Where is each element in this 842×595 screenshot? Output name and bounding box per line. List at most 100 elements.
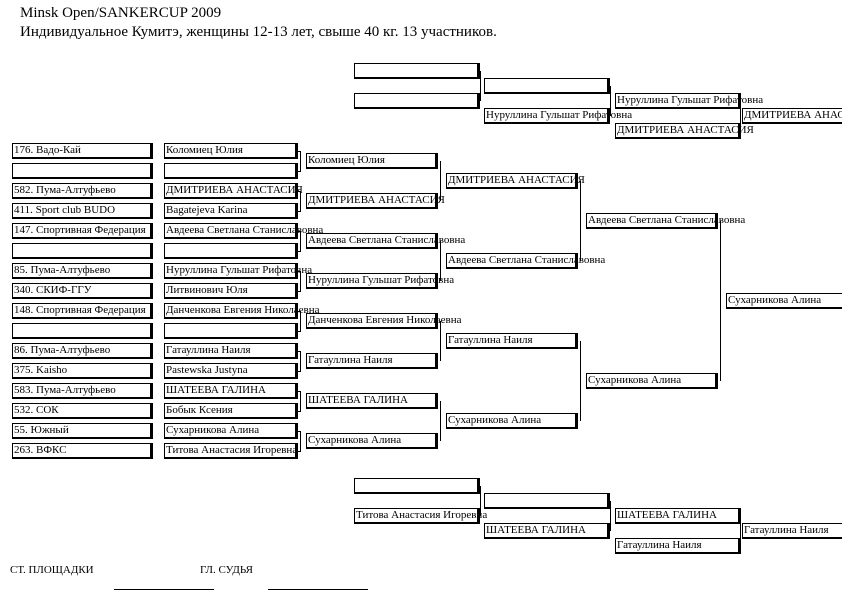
round2-box-7: [306, 393, 438, 409]
rep-top-r3-box-2-label: ДМИТРИЕВА АНАСТАСИЯ: [617, 124, 754, 136]
chief-site-label: СТ. ПЛОЩАДКИ: [10, 564, 94, 576]
connector-line: [300, 151, 301, 171]
participant-club-3-label: 582. Пума-Алтуфьево: [14, 184, 116, 196]
connector-line: [740, 101, 741, 131]
round2-box-4-label: Нуруллина Гульшат Рифатовна: [308, 274, 455, 286]
participant-name-4-label: Bagatejeva Karina: [166, 204, 248, 216]
participant-club-4-label: 411. Sport club BUDO: [14, 204, 116, 216]
connector-line: [297, 171, 301, 172]
participant-name-11-label: Гатауллина Наиля: [166, 344, 251, 356]
participant-name-15-label: Сухарникова Алина: [166, 424, 260, 436]
participant-name-16: [164, 443, 298, 459]
connector-line: [297, 451, 301, 452]
connector-line: [610, 501, 611, 531]
rep-bottom-r3-box-2-label: Гатауллина Наиля: [617, 539, 702, 551]
participant-name-9-label: Данченкова Евгения Николаевна: [166, 304, 320, 316]
participant-name-7: [164, 263, 298, 279]
connector-line: [300, 391, 301, 411]
rep-top-r1-box-1: [354, 63, 480, 79]
round2-box-8-label: Сухарникова Алина: [308, 434, 402, 446]
round3-box-2: [446, 253, 578, 269]
rep-top-r3-box-1-label: Нуруллина Гульшат Рифатовна: [617, 94, 764, 106]
rep-bottom-r1-box-1: [354, 478, 480, 494]
participant-club-15-label: 55. Южный: [14, 424, 69, 436]
connector-line: [440, 241, 441, 281]
connector-line: [440, 401, 441, 441]
participant-club-12-label: 375. Kaisho: [14, 364, 68, 376]
rep-bottom-r1-box-2: [354, 508, 480, 524]
connector-line: [480, 486, 481, 516]
round3-box-3-label: Гатауллина Наиля: [448, 334, 533, 346]
rep-bottom-r2-box-1: [484, 493, 610, 509]
competition-title: Minsk Open/SANKERCUP 2009: [20, 5, 222, 21]
participant-name-5: [164, 223, 298, 239]
round3-box-4-label: Сухарникова Алина: [448, 414, 542, 426]
connector-line: [300, 191, 301, 211]
connector-line: [297, 351, 301, 352]
participant-club-9: [12, 303, 153, 319]
participant-club-16-label: 263. ВФКС: [14, 444, 67, 456]
rep-top-r3-box-1: [615, 93, 741, 109]
rep-top-winner-box-label: ДМИТРИЕВА АНАСТАСИЯ: [744, 109, 842, 121]
rep-bottom-r3-box-1: [615, 508, 741, 524]
participant-club-5: [12, 223, 153, 239]
category-title: Индивидуальное Кумитэ, женщины 12-13 лет…: [20, 24, 497, 40]
participant-club-1-label: 176. Вадо-Кай: [14, 144, 81, 156]
rep-top-winner-box: [742, 108, 842, 124]
connector-line: [297, 251, 301, 252]
participant-club-13: [12, 383, 153, 399]
participant-name-12-label: Pastewska Justyna: [166, 364, 248, 376]
participant-name-9: [164, 303, 298, 319]
participant-club-14-label: 532. СОК: [14, 404, 59, 416]
round2-box-7-label: ШАТЕЕВА ГАЛИНА: [308, 394, 408, 406]
participant-name-16-label: Титова Анастасия Игоревна: [166, 444, 298, 456]
participant-club-1: [12, 143, 153, 159]
participant-name-3: [164, 183, 298, 199]
round2-box-3: [306, 233, 438, 249]
participant-name-13: [164, 383, 298, 399]
participant-name-13-label: ШАТЕЕВА ГАЛИНА: [166, 384, 266, 396]
chief-judge-label: ГЛ. СУДЬЯ: [200, 564, 253, 576]
rep-bottom-winner-box: [742, 523, 842, 539]
participant-name-3-label: ДМИТРИЕВА АНАСТАСИЯ: [166, 184, 303, 196]
round2-box-5: [306, 313, 438, 329]
round2-box-6-label: Гатауллина Наиля: [308, 354, 393, 366]
connector-line: [440, 161, 441, 201]
semifinal-box-2-label: Сухарникова Алина: [588, 374, 682, 386]
connector-line: [580, 341, 581, 421]
round2-box-1: [306, 153, 438, 169]
rep-bottom-r3-box-1-label: ШАТЕЕВА ГАЛИНА: [617, 509, 717, 521]
participant-name-1: [164, 143, 298, 159]
connector-line: [297, 291, 301, 292]
semifinal-box-2: [586, 373, 718, 389]
participant-club-8: [12, 283, 153, 299]
round2-box-4: [306, 273, 438, 289]
connector-line: [297, 311, 301, 312]
participant-name-7-label: Нуруллина Гульшат Рифатовна: [166, 264, 313, 276]
participant-club-10: [12, 323, 153, 339]
connector-line: [297, 371, 301, 372]
participant-name-8: [164, 283, 298, 299]
participant-name-6: [164, 243, 298, 259]
rep-top-r2-box-1: [484, 78, 610, 94]
participant-club-5-label: 147. Спортивная Федерация: [14, 224, 146, 236]
rep-top-r2-box-2: [484, 108, 610, 124]
participant-club-2: [12, 163, 153, 179]
participant-club-3: [12, 183, 153, 199]
round3-box-2-label: Авдеева Светлана Станиславовна: [448, 254, 606, 266]
connector-line: [297, 191, 301, 192]
semifinal-box-1-label: Авдеева Светлана Станиславовна: [588, 214, 746, 226]
connector-line: [297, 231, 301, 232]
connector-line: [300, 231, 301, 251]
participant-club-11: [12, 343, 153, 359]
connector-line: [297, 211, 301, 212]
connector-line: [297, 391, 301, 392]
participant-club-15: [12, 423, 153, 439]
participant-club-16: [12, 443, 153, 459]
final-box: [726, 293, 842, 309]
participant-club-12: [12, 363, 153, 379]
connector-line: [300, 351, 301, 371]
rep-bottom-winner-box-label: Гатауллина Наиля: [744, 524, 829, 536]
participant-name-10: [164, 323, 298, 339]
participant-club-11-label: 86. Пума-Алтуфьево: [14, 344, 111, 356]
